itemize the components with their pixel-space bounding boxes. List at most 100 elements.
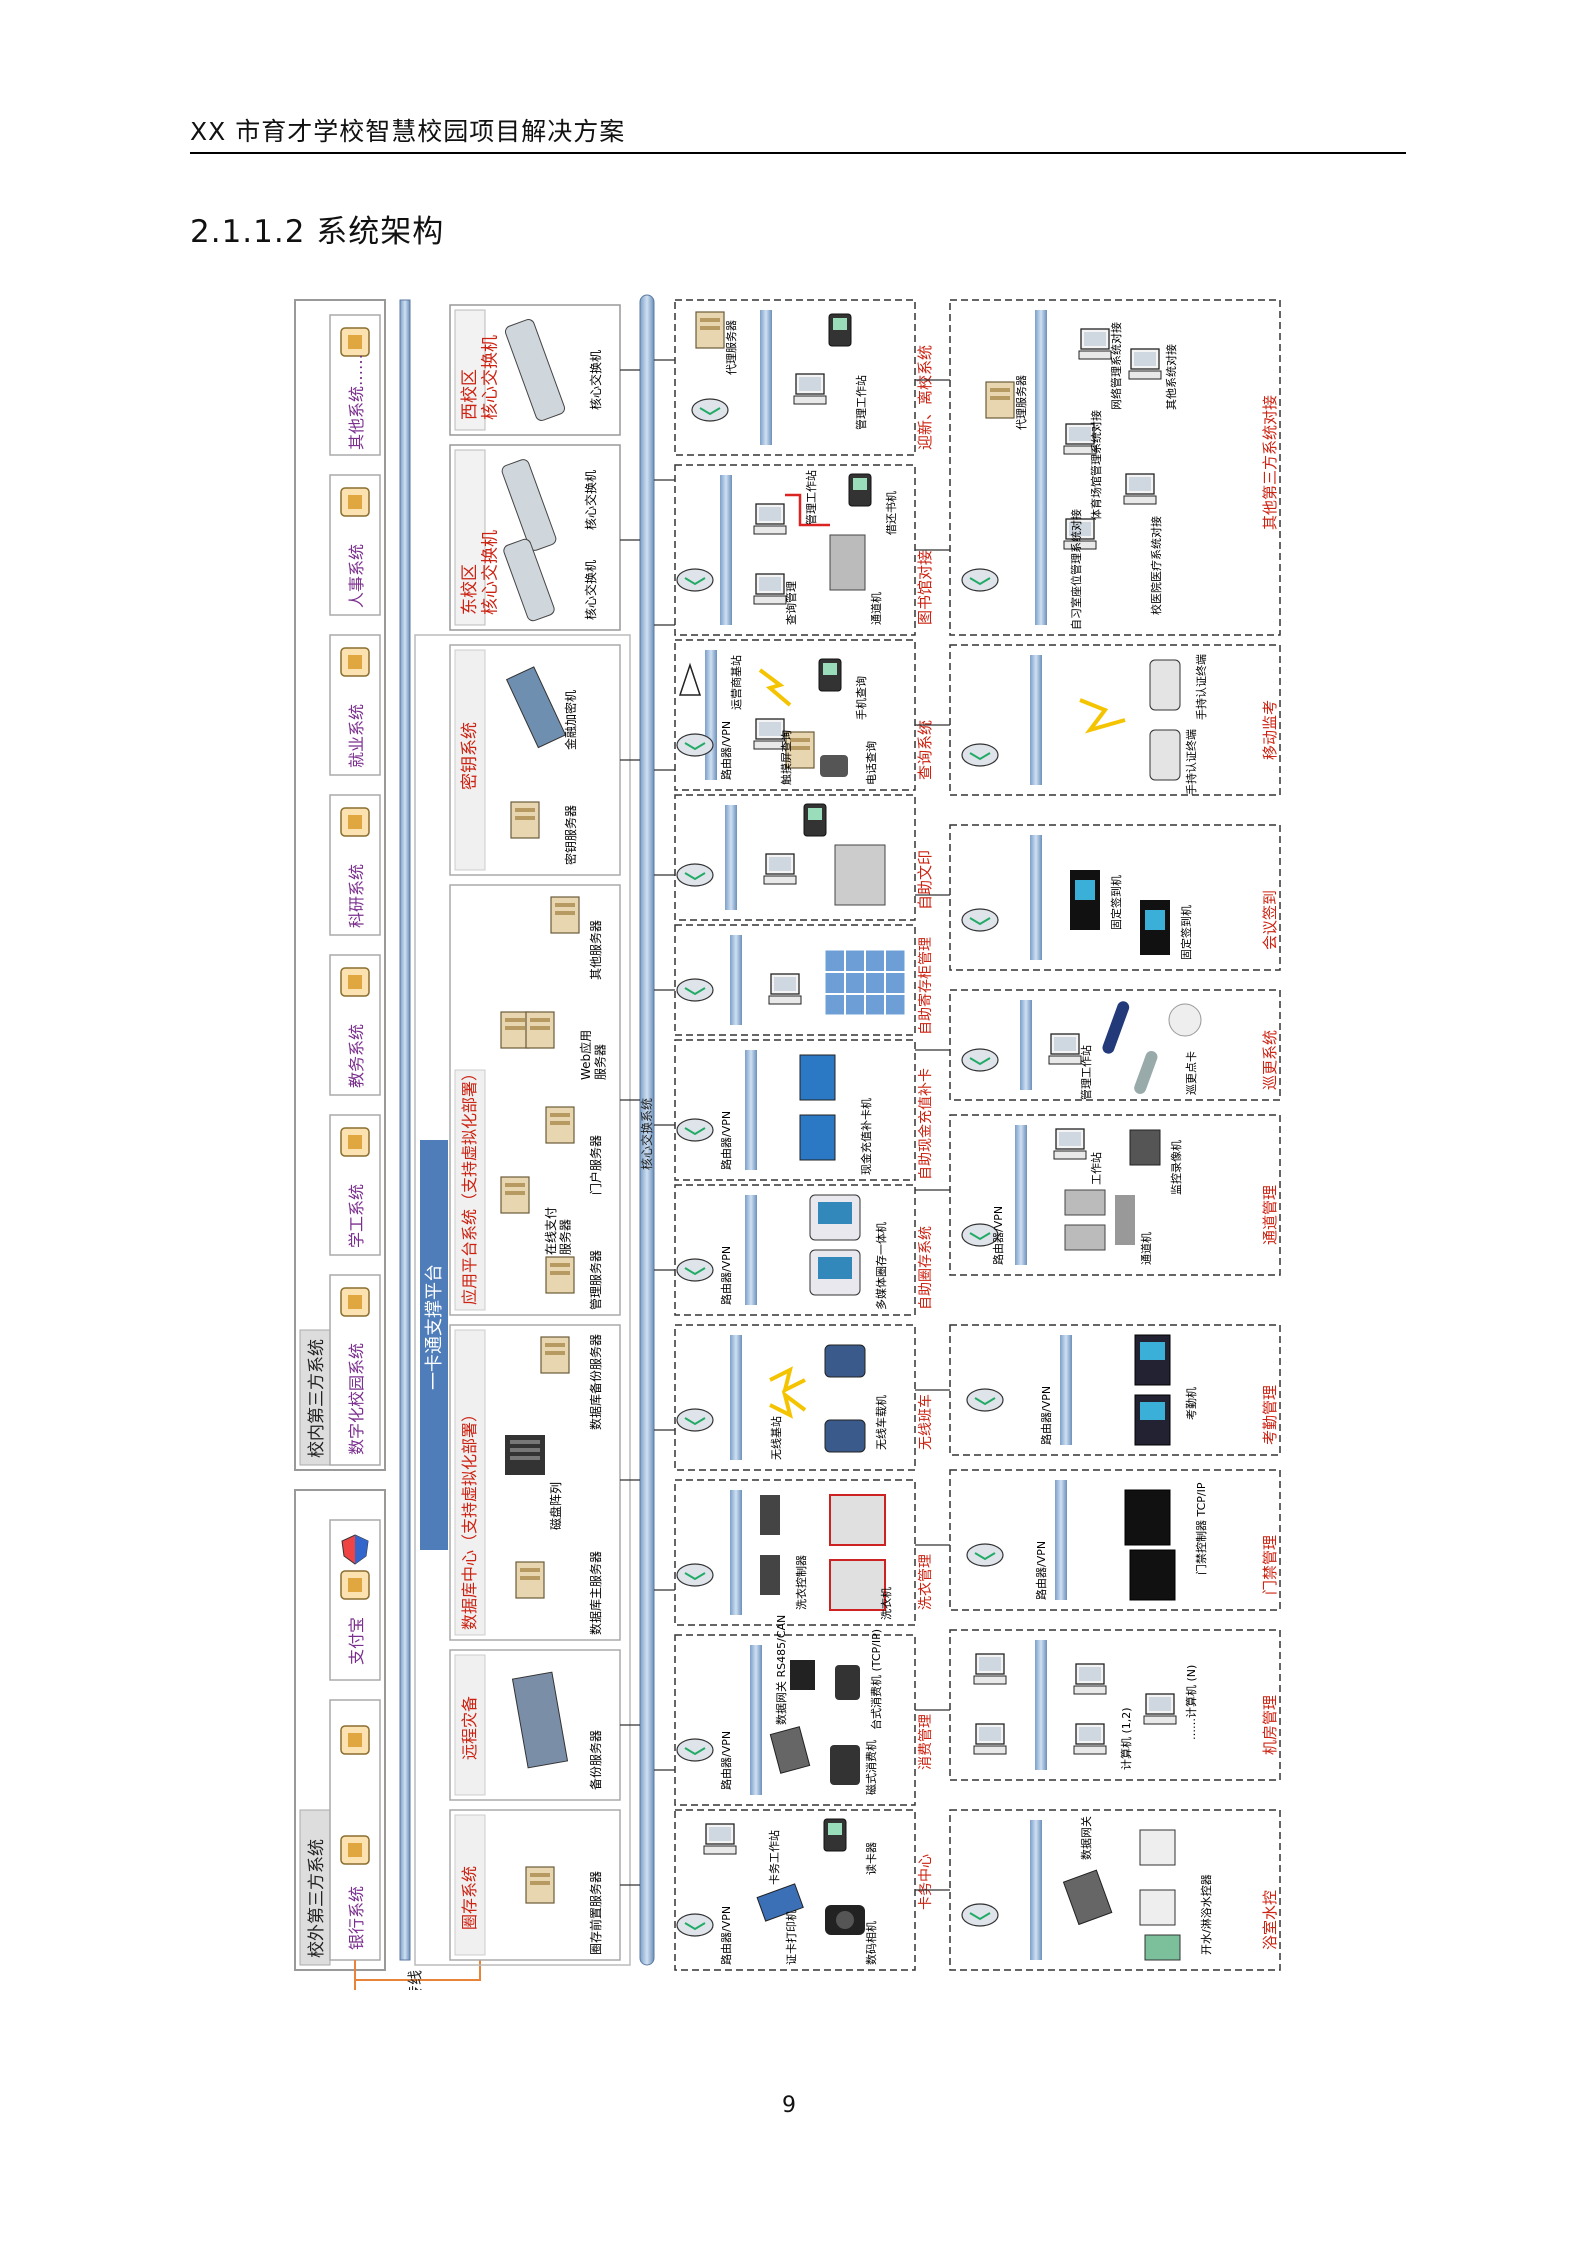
svg-text:证卡打印机: 证卡打印机 bbox=[784, 1910, 798, 1965]
server-icon bbox=[545, 1106, 575, 1144]
svg-text:磁式消费机: 磁式消费机 bbox=[864, 1740, 878, 1795]
server-icon bbox=[695, 311, 725, 349]
svg-text:借还书机: 借还书机 bbox=[884, 491, 898, 535]
router-icon bbox=[676, 863, 714, 887]
router-icon bbox=[676, 1408, 714, 1432]
pc-icon bbox=[1078, 328, 1112, 360]
list-item: 计算机 (1,2) ……计算机 (N) 机房管理 bbox=[949, 1629, 1281, 1781]
svg-text:通道机: 通道机 bbox=[1139, 1232, 1153, 1265]
svg-text:自助圈存系统: 自助圈存系统 bbox=[918, 1226, 934, 1310]
section-heading: 2.1.1.2 系统架构 bbox=[190, 214, 445, 250]
svg-text:其他第三方系统对接: 其他第三方系统对接 bbox=[1261, 395, 1279, 530]
attendance-device-icon bbox=[1134, 1334, 1171, 1446]
gateway-icon bbox=[1062, 1869, 1113, 1926]
dvr-icon bbox=[1129, 1129, 1161, 1166]
patrol-stick-icon bbox=[1102, 1001, 1158, 1094]
workstation-icon bbox=[753, 573, 787, 605]
svg-text:浴室水控: 浴室水控 bbox=[1261, 1890, 1279, 1950]
svg-text:无线车载机: 无线车载机 bbox=[874, 1395, 888, 1450]
card-reader-icon bbox=[803, 803, 827, 837]
list-item: 银行系统 bbox=[329, 1699, 381, 1961]
svg-text:读卡器: 读卡器 bbox=[864, 1842, 878, 1875]
camera-icon bbox=[825, 1905, 865, 1935]
svg-text:自助现金充值补卡: 自助现金充值补卡 bbox=[918, 1068, 934, 1180]
list-item: 其他系统…… bbox=[329, 314, 381, 456]
campus-third-party-title: 校内第三方系统 bbox=[307, 1339, 327, 1458]
list-item: 数据网关 开水/淋浴水控器 浴室水控 bbox=[949, 1809, 1281, 1971]
east-campus-core: 东校区核心交换机 核心交换机 核心交换机 bbox=[449, 444, 621, 631]
card-icon bbox=[340, 1127, 370, 1157]
card-icon bbox=[340, 1287, 370, 1317]
router-icon bbox=[676, 1563, 714, 1587]
core-switch-icon bbox=[503, 538, 555, 622]
server-icon bbox=[540, 1336, 570, 1374]
water-controller-icon bbox=[1139, 1829, 1181, 1961]
list-item: 人事系统 bbox=[329, 474, 381, 616]
workstation-icon bbox=[763, 853, 797, 885]
sign-in-device-icon bbox=[1070, 870, 1170, 955]
svg-text:核心交换系统: 核心交换系统 bbox=[639, 1098, 654, 1170]
support-platform-bar: 一卡通支撑平台 bbox=[420, 1140, 448, 1550]
backbone: 核心交换系统 bbox=[639, 294, 655, 1966]
shield-icon bbox=[341, 1534, 369, 1565]
patrol-point-icon bbox=[1168, 1003, 1202, 1037]
telephone-icon bbox=[820, 755, 848, 777]
router-icon bbox=[676, 978, 714, 1002]
svg-text:洗衣管理: 洗衣管理 bbox=[918, 1554, 934, 1610]
svg-text:其他系统对接: 其他系统对接 bbox=[1164, 344, 1178, 410]
gate-icon bbox=[1064, 1189, 1135, 1251]
svg-text:巡更系统: 巡更系统 bbox=[1261, 1030, 1279, 1090]
svg-text:门禁管理: 门禁管理 bbox=[1261, 1535, 1279, 1595]
list-item: 运营商基站 手机查询 触摸屏查询 电话查询 路由器/VPN 查询系统 bbox=[674, 639, 934, 791]
svg-text:自助寄存柜管理: 自助寄存柜管理 bbox=[917, 937, 934, 1035]
svg-text:卡务工作站: 卡务工作站 bbox=[767, 1830, 781, 1885]
router-icon bbox=[676, 568, 714, 592]
list-item: 路由器/VPN 现金充值补卡机 自助现金充值补卡 bbox=[674, 1039, 934, 1181]
key-system-box: 密钥系统 金融加密机 密钥服务器 bbox=[449, 644, 621, 876]
remote-backup-box: 远程灾备 备份服务器 bbox=[449, 1649, 621, 1801]
server-icon bbox=[545, 1256, 575, 1294]
workstation-icon bbox=[793, 373, 827, 405]
pos-icon bbox=[790, 1660, 860, 1785]
svg-text:西校区核心交换机: 西校区核心交换机 bbox=[460, 335, 500, 420]
svg-text:现金充值补卡机: 现金充值补卡机 bbox=[859, 1098, 873, 1175]
card-icon bbox=[340, 647, 370, 677]
server-icon bbox=[515, 1561, 545, 1599]
svg-text:移动监考: 移动监考 bbox=[1261, 700, 1279, 760]
svg-text:密钥系统: 密钥系统 bbox=[460, 722, 480, 790]
card-icon bbox=[340, 967, 370, 997]
gate-icon bbox=[829, 534, 866, 591]
svg-text:图书馆对接: 图书馆对接 bbox=[916, 550, 934, 625]
encryptor-icon bbox=[505, 666, 567, 749]
svg-text:开水/淋浴水控器: 开水/淋浴水控器 bbox=[1199, 1874, 1213, 1955]
svg-text:管理工作站: 管理工作站 bbox=[804, 470, 818, 525]
router-icon bbox=[961, 1048, 999, 1072]
system-architecture-diagram: 校内第三方系统 其他系统…… 人事系统 就业系统 科研系统 教务系统 bbox=[290, 290, 1290, 1990]
router-icon bbox=[961, 1903, 999, 1927]
svg-text:数据网关: 数据网关 bbox=[1079, 1816, 1093, 1860]
campus-system-list: 其他系统…… 人事系统 就业系统 科研系统 教务系统 学工系统 bbox=[329, 314, 381, 1466]
support-pipe bbox=[399, 299, 411, 1961]
list-item: 学工系统 bbox=[329, 1114, 381, 1256]
svg-text:查询系统: 查询系统 bbox=[916, 720, 934, 780]
svg-text:圈存前置服务器: 圈存前置服务器 bbox=[588, 1871, 603, 1955]
list-item: 科研系统 bbox=[329, 794, 381, 936]
list-item: 就业系统 bbox=[329, 634, 381, 776]
list-item: 管理工作站 借还书机 查询管理 通道机 图书馆对接 bbox=[674, 464, 934, 636]
terminal-icon bbox=[848, 473, 872, 507]
access-controller-icon bbox=[1124, 1489, 1176, 1601]
svg-text:数字化校园系统: 数字化校园系统 bbox=[347, 1343, 366, 1455]
terminal-icon bbox=[828, 313, 852, 347]
core-switch-icon bbox=[504, 319, 566, 421]
list-item: 路由器/VPN 多媒体圈存一体机 自助圈存系统 bbox=[674, 1184, 934, 1316]
svg-text:人事系统: 人事系统 bbox=[347, 544, 366, 608]
svg-text:运营商基站: 运营商基站 bbox=[729, 655, 743, 710]
gateway-icon bbox=[769, 1726, 811, 1774]
card-icon bbox=[340, 487, 370, 517]
list-item: 数字化校园系统 bbox=[329, 1274, 381, 1466]
router-icon bbox=[676, 1258, 714, 1282]
svg-text:核心交换机: 核心交换机 bbox=[583, 470, 598, 530]
card-printer-icon bbox=[756, 1883, 804, 1922]
subsystems-col2: 代理服务器 网络管理系统对接 其他系统对接 体育场馆管理系统对接 自习室座位管理… bbox=[949, 299, 1281, 1971]
svg-text:卡务中心: 卡务中心 bbox=[918, 1854, 934, 1910]
